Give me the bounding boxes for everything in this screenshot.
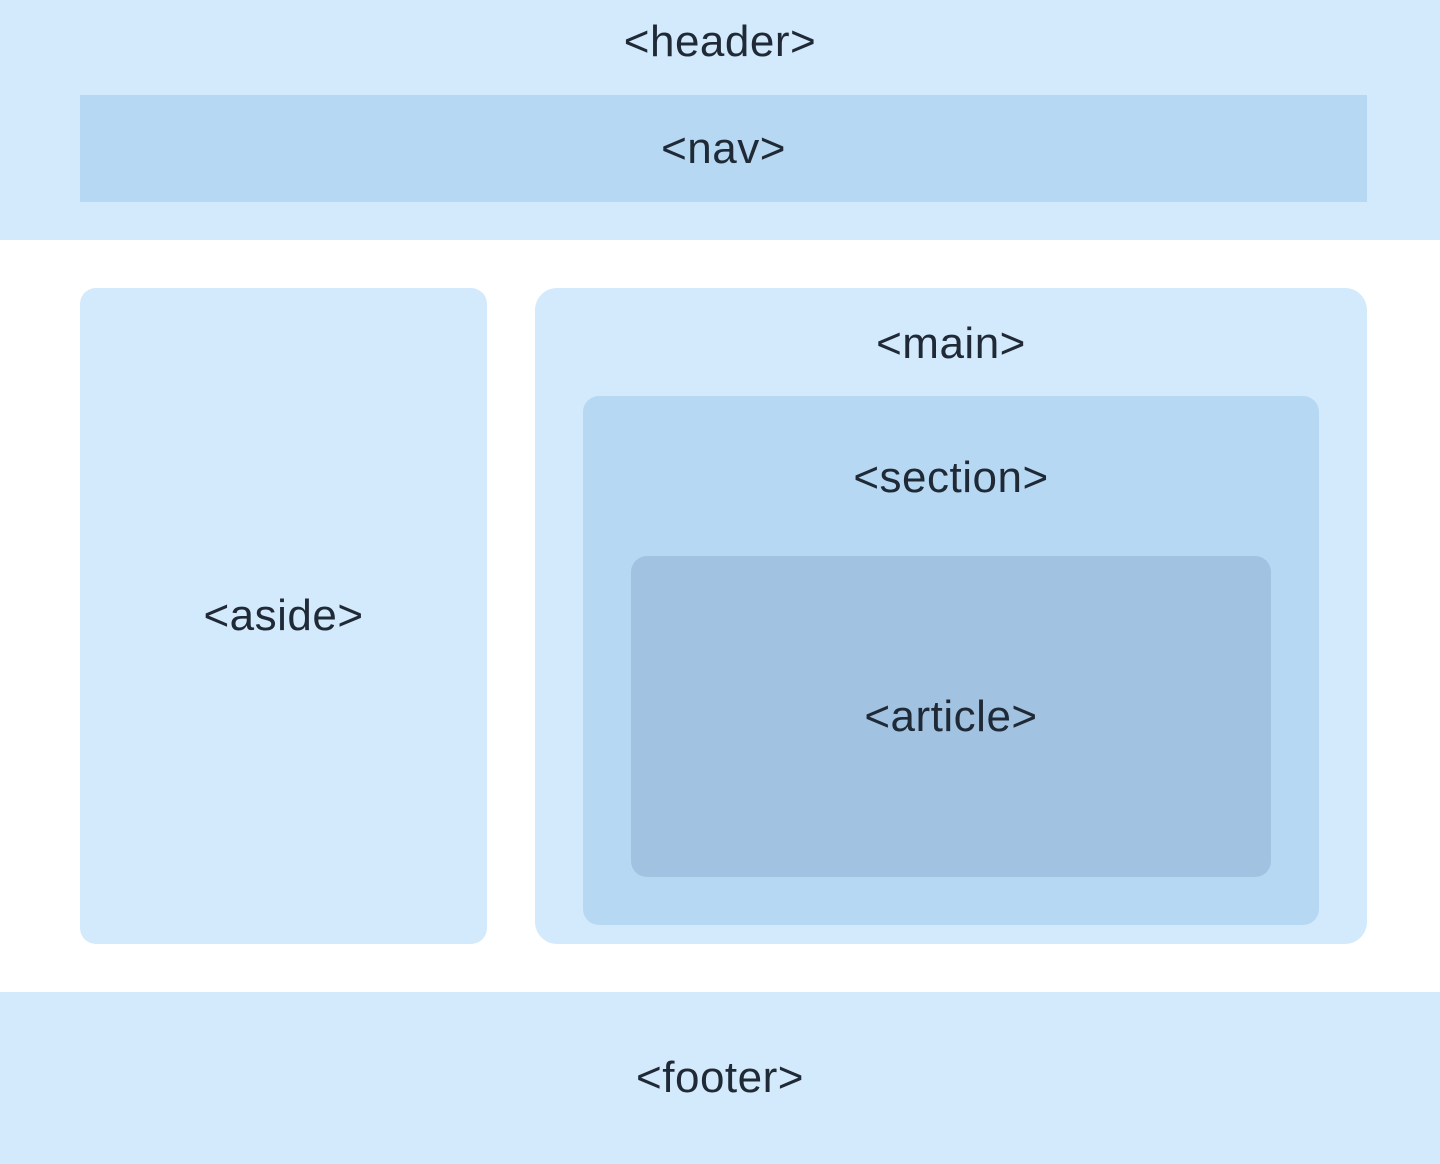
article-label: <article> bbox=[864, 691, 1038, 741]
aside-label: <aside> bbox=[203, 591, 364, 640]
footer-region: <footer> bbox=[0, 992, 1440, 1164]
header-label: <header> bbox=[623, 17, 817, 66]
nav-region: <nav> bbox=[80, 95, 1367, 202]
aside-region: <aside> bbox=[80, 288, 487, 944]
main-label: <main> bbox=[876, 319, 1026, 368]
nav-label: <nav> bbox=[661, 123, 786, 173]
section-label: <section> bbox=[853, 453, 1049, 502]
footer-label: <footer> bbox=[636, 1053, 804, 1102]
main-region: <main> <section> <article> bbox=[535, 288, 1367, 944]
article-region: <article> bbox=[631, 556, 1271, 877]
section-region: <section> <article> bbox=[583, 396, 1319, 925]
header-region: <header> <nav> bbox=[0, 0, 1440, 240]
